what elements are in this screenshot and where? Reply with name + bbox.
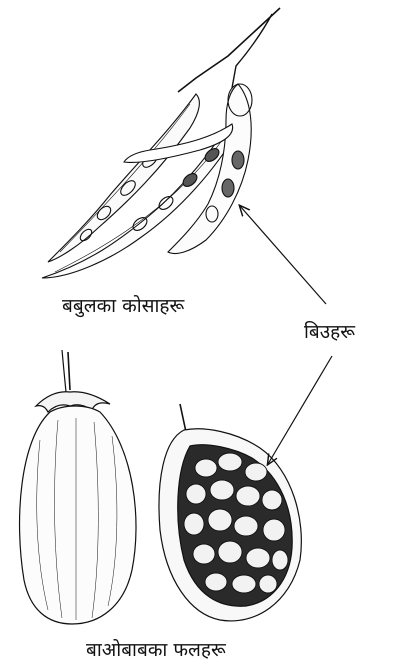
arrow-to-baobab-seeds [268,356,332,464]
seeds-label: बिउहरू [304,318,355,344]
arrow-to-pod-seeds [240,206,326,304]
baobab-fruit-whole [20,350,136,624]
baobab-fruit-open [159,404,301,621]
acacia-pods-label: बबुलका कोसाहरू [62,292,184,318]
acacia-pods-drawing [42,8,280,278]
baobab-fruit-label: बाओबाबका फलहरू [86,636,226,662]
